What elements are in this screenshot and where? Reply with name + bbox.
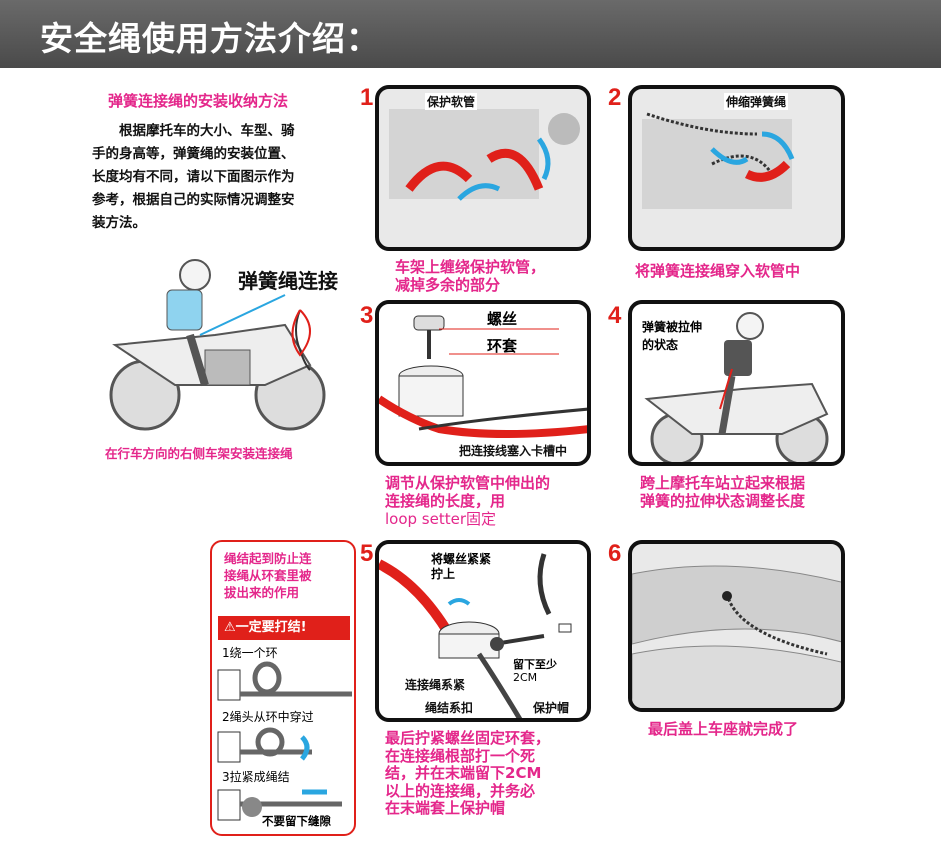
step-label: 螺丝 bbox=[487, 310, 518, 328]
text-line: 在连接绳根部打一个死 bbox=[385, 746, 536, 765]
step-2-caption: 将弹簧连接绳穿入软管中 bbox=[635, 262, 801, 280]
step-1-panel: 保护软管 bbox=[375, 85, 591, 251]
step-number: 4 bbox=[608, 302, 622, 329]
step-number: 1 bbox=[360, 84, 374, 111]
knot-instruction-box: 绳结起到防止连接绳从环套里被拔出来的作用 ⚠一定要打结! 1绕一个环 2绳头从环… bbox=[210, 540, 356, 836]
warning-icon: ⚠ bbox=[224, 620, 236, 635]
step-number: 3 bbox=[360, 302, 374, 329]
text-line: 绳结起到防止连 bbox=[224, 551, 312, 566]
step-2-panel: 伸缩弹簧绳 bbox=[628, 85, 845, 251]
step-label: 伸缩弹簧绳 bbox=[724, 93, 789, 110]
text-line: 跨上摩托车站立起来根据 bbox=[640, 474, 806, 492]
step-label: 留下至少 bbox=[513, 658, 557, 671]
step-4-panel: 弹簧被拉伸 的状态 bbox=[628, 300, 845, 466]
knot-diagrams bbox=[217, 661, 352, 821]
text-line: 参考，根据自己的实际情况调整安 bbox=[92, 192, 295, 208]
step-label: 的状态 bbox=[642, 338, 679, 352]
step-label: 弹簧被拉伸 bbox=[642, 320, 703, 334]
illustration-caption: 在行车方向的右侧车架安装连接绳 bbox=[105, 446, 293, 461]
step-number: 5 bbox=[360, 540, 374, 567]
text-line: 调节从保护软管中伸出的 bbox=[385, 474, 551, 492]
text-line: 长度均有不同，请以下面图示作为 bbox=[92, 169, 295, 185]
motorcycle-illustration: 弹簧绳连接 bbox=[95, 255, 345, 435]
intro-subtitle: 弹簧连接绳的安装收纳方法 bbox=[108, 92, 289, 110]
step-label: 连接绳系紧 bbox=[403, 676, 468, 693]
text-line: 手的身高等，弹簧绳的安装位置、 bbox=[92, 146, 295, 162]
knot-step-2: 2绳头从环中穿过 bbox=[222, 710, 314, 724]
step-number: 2 bbox=[608, 84, 622, 111]
header-bar: 安全绳使用方法介绍： bbox=[0, 0, 941, 68]
text-line: 装方法。 bbox=[92, 215, 146, 231]
step-1-caption: 车架上缠绕保护软管，减掉多余的部分 bbox=[395, 258, 545, 294]
text-line: 在末端套上保护帽 bbox=[385, 799, 506, 817]
step-3-panel: 螺丝 环套 把连接线塞入卡槽中 bbox=[375, 300, 591, 466]
step-5-panel: 将螺丝紧紧 拧上 留下至少 2CM 连接绳系紧 绳结系扣 保护帽 bbox=[375, 540, 591, 722]
text-line: 根据摩托车的大小、车型、骑 bbox=[92, 123, 295, 139]
knot-step-1: 1绕一个环 bbox=[222, 646, 278, 660]
step-label: 拧上 bbox=[431, 567, 456, 581]
step-4-caption: 跨上摩托车站立起来根据弹簧的拉伸状态调整长度 bbox=[640, 474, 805, 510]
intro-paragraph: 根据摩托车的大小、车型、骑 手的身高等，弹簧绳的安装位置、 长度均有不同，请以下… bbox=[92, 120, 295, 235]
text-line: 以上的连接绳，并务必 bbox=[385, 781, 536, 800]
warning-banner: ⚠一定要打结! bbox=[218, 616, 350, 640]
step-6-panel bbox=[628, 540, 845, 712]
step-label: 保护帽 bbox=[531, 699, 572, 716]
text-line: 最后拧紧螺丝固定环套， bbox=[385, 729, 551, 747]
knot-step-3: 3拉紧成绳结 bbox=[222, 770, 290, 784]
illustration-label: 弹簧绳连接 bbox=[238, 269, 338, 293]
warning-text: 一定要打结! bbox=[235, 620, 307, 635]
knot-intro: 绳结起到防止连接绳从环套里被拔出来的作用 bbox=[224, 550, 312, 601]
text-line: 结，并在末端留下2CM bbox=[385, 764, 542, 782]
step-6-caption: 最后盖上车座就完成了 bbox=[648, 720, 799, 738]
text-line: loop setter固定 bbox=[385, 510, 497, 528]
text-line: 拔出来的作用 bbox=[224, 585, 300, 600]
step-number: 6 bbox=[608, 540, 622, 567]
text-line: 车架上缠绕保护软管， bbox=[395, 258, 546, 276]
text-line: 接绳从环套里被 bbox=[224, 568, 312, 583]
step-label: 保护软管 bbox=[425, 93, 478, 110]
step-label: 将螺丝紧紧 bbox=[431, 552, 492, 566]
step-label: 2CM bbox=[513, 671, 538, 684]
page-title: 安全绳使用方法介绍： bbox=[40, 19, 380, 58]
step-label: 把连接线塞入卡槽中 bbox=[457, 442, 570, 459]
text-line: 弹簧的拉伸状态调整长度 bbox=[640, 492, 806, 510]
text-line: 减掉多余的部分 bbox=[395, 276, 501, 294]
step-label: 绳结系扣 bbox=[423, 699, 476, 716]
knot-note: 不要留下缝隙 bbox=[262, 814, 331, 828]
text-line: 连接绳的长度，用 bbox=[385, 492, 506, 510]
step-label: 环套 bbox=[487, 337, 518, 355]
